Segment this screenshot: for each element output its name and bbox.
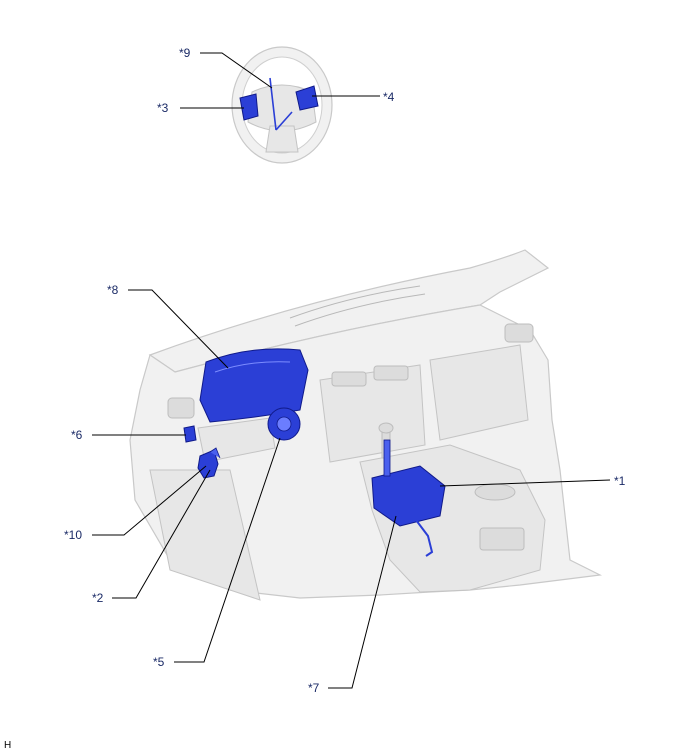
callout-labels: *9 *3 *4 *8 *6 *1 *10 *2 *5 *7 <box>64 46 626 695</box>
passenger-side-vent <box>504 323 534 343</box>
defroster-grille <box>289 285 421 319</box>
leader-5 <box>174 437 281 663</box>
callout-8: *8 <box>107 283 119 297</box>
shift-lever-rod <box>383 439 391 477</box>
steering-wheel-lower-spoke <box>265 125 299 153</box>
driver-side-vent <box>167 397 195 419</box>
callout-4: *4 <box>383 90 395 104</box>
instrument-panel-illustration <box>129 249 603 601</box>
shift-lever-knob <box>378 422 394 434</box>
steering-wire-harness <box>269 77 293 131</box>
defroster-grille-2 <box>294 293 426 327</box>
callout-1: *1 <box>614 474 626 488</box>
leader-9 <box>200 52 273 89</box>
component-2-10-detail <box>209 447 221 459</box>
spiral-cable-center <box>276 416 292 432</box>
callout-6: *6 <box>71 428 83 442</box>
callout-5: *5 <box>153 655 165 669</box>
component-6 <box>183 425 197 443</box>
callout-9: *9 <box>179 46 191 60</box>
center-vent-right <box>373 365 409 381</box>
leader-8 <box>128 289 229 369</box>
leader-7 <box>328 515 397 689</box>
callout-2: *2 <box>92 591 104 605</box>
center-vent-left <box>331 371 367 387</box>
right-steering-pad-switch <box>295 85 319 111</box>
shift-lever-harness <box>415 519 434 557</box>
leader-10 <box>92 465 207 536</box>
leader-1 <box>439 479 611 487</box>
shift-lever-assembly <box>371 465 446 527</box>
callout-7: *7 <box>308 681 320 695</box>
steering-wheel-illustration <box>231 46 333 164</box>
cup-holder <box>474 483 516 501</box>
glove-box-area <box>429 344 529 441</box>
console-rear-panel <box>479 527 525 551</box>
leader-2 <box>112 469 211 599</box>
combination-meter-detail <box>214 361 291 373</box>
callout-10: *10 <box>64 528 82 542</box>
leader-lines <box>92 52 611 689</box>
callout-3: *3 <box>157 101 169 115</box>
left-steering-pad-switch <box>239 93 259 121</box>
figure-code: H <box>4 740 11 751</box>
